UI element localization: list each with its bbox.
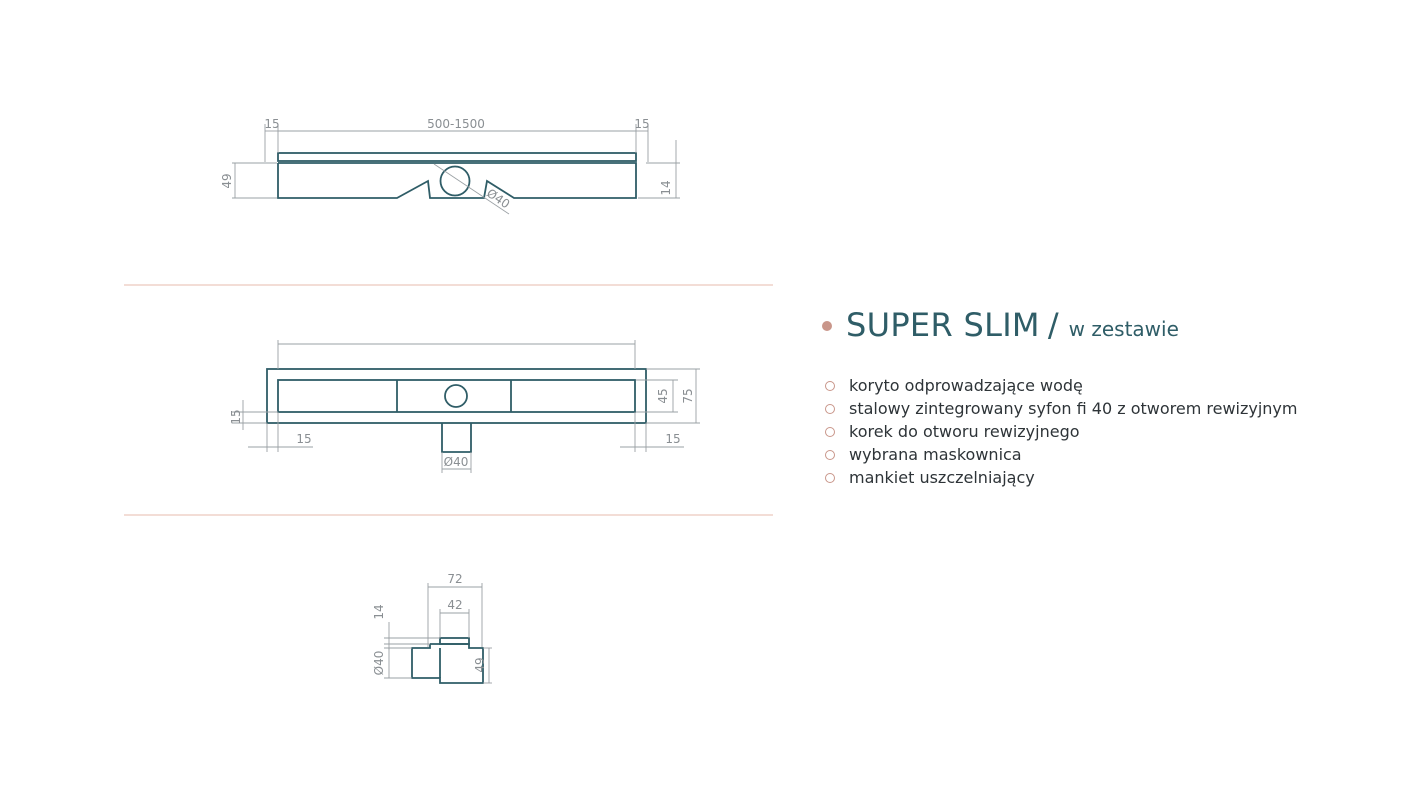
side-outlet-label: Ø40	[484, 186, 512, 211]
top-bottom-label: 15	[229, 409, 243, 424]
included-items-list: koryto odprowadzające wodę stalowy zinte…	[822, 374, 1382, 489]
top-view-frame	[266, 368, 647, 424]
top-view-drawing: 15 15 15 45 75 Ø40	[229, 340, 700, 473]
side-view-drawing: 500-1500 15 15 49 14 Ø40	[220, 117, 680, 215]
circle-bullet-icon	[825, 472, 835, 483]
section-height-label: 49	[473, 657, 487, 672]
section-view-drawing: 72 42 14 Ø40 49	[372, 572, 492, 684]
product-name: SUPER SLIM	[846, 306, 1040, 344]
top-outer-label: 75	[681, 388, 695, 403]
title-subtitle: w zestawie	[1068, 317, 1179, 341]
list-item: mankiet uszczelniający	[822, 466, 1382, 489]
circle-bullet-icon	[825, 426, 835, 437]
circle-bullet-icon	[825, 449, 835, 460]
top-outlet-label: Ø40	[444, 455, 469, 469]
side-view-outlet	[439, 165, 471, 197]
title-bullet-icon	[822, 321, 832, 331]
side-view-channel	[277, 162, 637, 199]
top-left-label: 15	[296, 432, 311, 446]
circle-bullet-icon	[825, 380, 835, 391]
side-height-label: 49	[220, 173, 234, 188]
top-inner-label: 45	[656, 388, 670, 403]
top-view-outlet-pipe	[441, 423, 472, 453]
title-separator: /	[1047, 306, 1059, 344]
section-width-label: 72	[447, 572, 462, 586]
technical-drawings: 500-1500 15 15 49 14 Ø40	[124, 117, 773, 684]
section-outlet-label: Ø40	[372, 651, 386, 676]
side-left-label: 15	[264, 117, 279, 131]
section-cover-label: 14	[372, 604, 386, 619]
top-view-channel	[277, 379, 636, 413]
top-view-inspection-hole	[444, 384, 468, 408]
product-info: SUPER SLIM / w zestawie koryto odprowadz…	[822, 306, 1382, 489]
side-view-cover	[277, 152, 637, 162]
side-right-label: 15	[634, 117, 649, 131]
side-width-label: 500-1500	[427, 117, 485, 131]
side-cover-label: 14	[659, 180, 673, 195]
product-title: SUPER SLIM / w zestawie	[822, 306, 1382, 344]
list-item: korek do otworu rewizyjnego	[822, 420, 1382, 443]
circle-bullet-icon	[825, 403, 835, 414]
section-inner-label: 42	[447, 598, 462, 612]
list-item: stalowy zintegrowany syfon fi 40 z otwor…	[822, 397, 1382, 420]
list-item: koryto odprowadzające wodę	[822, 374, 1382, 397]
section-body	[411, 643, 484, 684]
top-right-label: 15	[665, 432, 680, 446]
list-item: wybrana maskownica	[822, 443, 1382, 466]
